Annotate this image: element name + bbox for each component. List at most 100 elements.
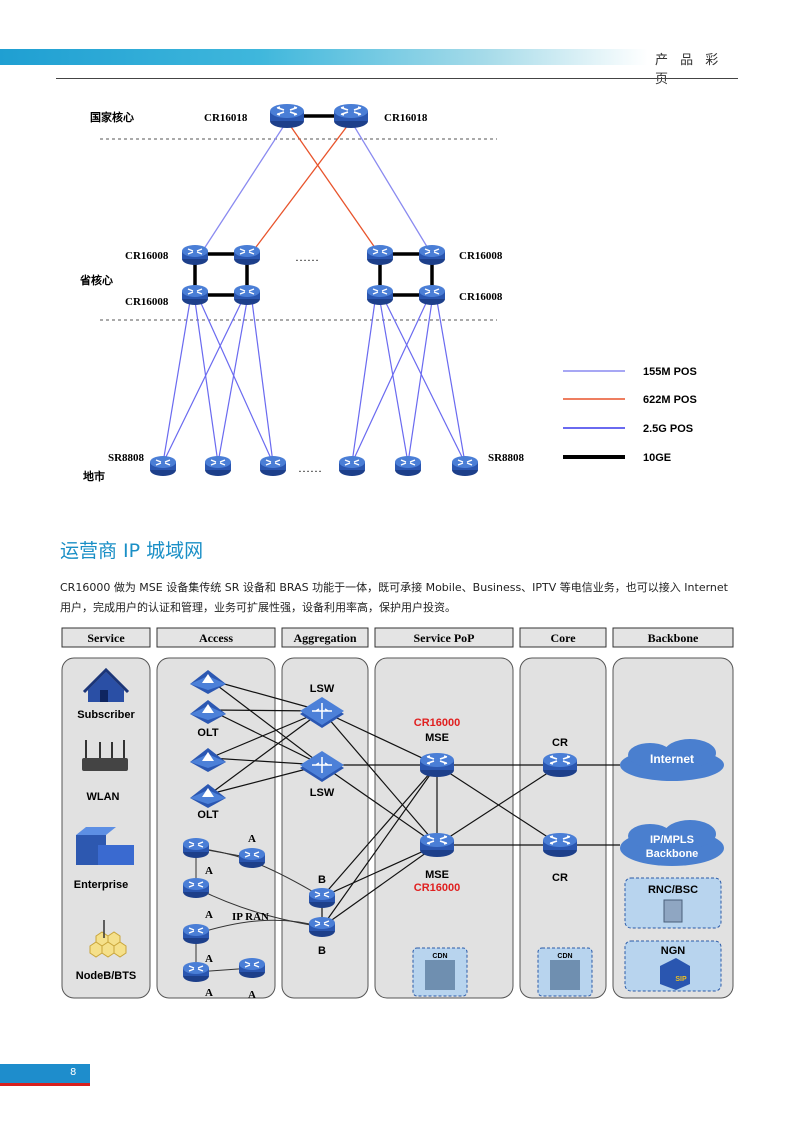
column-backbone: Backbone	[648, 631, 699, 645]
label-b-2: B	[318, 945, 326, 957]
header-color-bar	[0, 49, 648, 65]
label-ipmpls: IP/MPLS	[650, 834, 694, 846]
label-cr16008-tr: CR16008	[459, 250, 503, 262]
column-access: Access	[199, 631, 233, 645]
ipmpls-cloud-icon	[620, 820, 724, 866]
label-cdn-core: CDN	[557, 953, 572, 960]
label-city: 地市	[83, 469, 105, 483]
label-sip: SIP	[675, 976, 687, 983]
router-cr16008	[181, 244, 209, 266]
router-a	[182, 961, 210, 983]
router-a	[238, 957, 266, 979]
column-service-pop: Service PoP	[414, 631, 475, 645]
label-a: A	[205, 865, 213, 877]
router-cr	[542, 832, 578, 858]
link-155m	[350, 120, 433, 256]
legend: 155M POS 622M POS 2.5G POS 10GE	[563, 366, 697, 464]
ellipsis-bottom: ……	[298, 461, 322, 475]
router-mse	[419, 832, 455, 858]
label-a: A	[205, 953, 213, 965]
router-a	[182, 877, 210, 899]
links-2-5g	[162, 300, 466, 464]
label-internet: Internet	[650, 752, 694, 766]
label-cr-bottom: CR	[552, 872, 568, 884]
label-rnc-bsc: RNC/BSC	[648, 884, 698, 896]
label-mse-bottom-model: CR16000	[414, 882, 460, 894]
intro-line-1: CR16000 做为 MSE 设备集传统 SR 设备和 BRAS 功能于一体，既…	[60, 581, 728, 594]
label-ip-ran: IP RAN	[232, 911, 269, 923]
router-a	[238, 847, 266, 869]
service-wlan: WLAN	[87, 791, 120, 803]
wlan-icon	[82, 740, 128, 771]
nodeb-icon	[89, 920, 127, 958]
router-sr8808	[149, 455, 177, 477]
router-a	[182, 837, 210, 859]
router-cr16008	[418, 284, 446, 306]
header-divider	[56, 78, 738, 79]
legend-622m: 622M POS	[643, 394, 697, 406]
router-cr16008	[366, 244, 394, 266]
router-cr16008	[418, 244, 446, 266]
subscriber-icon	[82, 667, 130, 702]
router-b	[308, 916, 336, 938]
label-provincial-core: 省核心	[79, 273, 113, 287]
label-lsw-1: LSW	[310, 683, 335, 695]
label-olt-2: OLT	[197, 809, 218, 821]
ellipsis-mid: ……	[295, 250, 319, 264]
rnc-icon	[663, 899, 683, 923]
label-b-1: B	[318, 874, 326, 886]
metro-network-diagram: Service Access Aggregation Service PoP C…	[61, 627, 734, 1001]
legend-2-5g: 2.5G POS	[643, 423, 693, 435]
router-cr16008	[181, 284, 209, 306]
sip-server-icon	[660, 958, 690, 990]
label-a: A	[205, 987, 213, 999]
router-cr16018-left	[269, 103, 305, 129]
label-backbone: Backbone	[646, 848, 699, 860]
service-nodeb-bts: NodeB/BTS	[76, 970, 137, 982]
label-a: A	[248, 989, 256, 1001]
router-a	[182, 923, 210, 945]
router-sr8808	[451, 455, 479, 477]
footer-page-tab	[0, 1064, 90, 1083]
label-cr16018-right: CR16018	[384, 112, 428, 124]
column-service: Service	[87, 631, 125, 645]
label-mse-bottom: MSE	[425, 869, 449, 881]
label-sr8808-right: SR8808	[488, 452, 525, 464]
label-mse-top-model: CR16000	[414, 717, 460, 729]
label-cr16008-tl: CR16008	[125, 250, 169, 262]
cdn-icon	[550, 960, 580, 990]
label-cr-top: CR	[552, 737, 568, 749]
router-b	[308, 887, 336, 909]
column-core: Core	[550, 631, 576, 645]
header-title: 产 品 彩 页	[655, 53, 723, 87]
intro-line-2: 用户，完成用户的认证和管理，业务可扩展性强，设备利用率高，保护用户投资。	[60, 601, 456, 614]
label-national-core: 国家核心	[90, 110, 134, 124]
label-a: A	[248, 833, 256, 845]
footer-accent-line	[0, 1083, 90, 1086]
link-622m	[249, 120, 352, 256]
router-cr16008	[233, 284, 261, 306]
legend-10ge: 10GE	[643, 452, 671, 464]
enterprise-icon	[76, 827, 134, 865]
router-sr8808	[204, 455, 232, 477]
label-ngn: NGN	[661, 945, 686, 957]
label-mse-top: MSE	[425, 732, 449, 744]
label-cr16018-left: CR16018	[204, 112, 248, 124]
label-cdn: CDN	[432, 953, 447, 960]
router-cr16008	[366, 284, 394, 306]
label-cr16008-bl: CR16008	[125, 296, 169, 308]
intro-paragraph: CR16000 做为 MSE 设备集传统 SR 设备和 BRAS 功能于一体，既…	[60, 578, 740, 618]
label-olt-1: OLT	[197, 727, 218, 739]
router-cr16018-right	[333, 103, 369, 129]
router-sr8808	[259, 455, 287, 477]
column-aggregation: Aggregation	[293, 631, 356, 645]
label-sr8808-left: SR8808	[108, 452, 145, 464]
router-mse	[419, 752, 455, 778]
top-network-diagram: 国家核心 CR16018 CR16018 CR16008 CR16008 CR1…	[79, 103, 697, 483]
service-subscriber: Subscriber	[77, 709, 135, 721]
legend-155m: 155M POS	[643, 366, 697, 378]
page-number: 8	[70, 1067, 77, 1078]
label-lsw-2: LSW	[310, 787, 335, 799]
service-enterprise: Enterprise	[74, 879, 128, 891]
internet-cloud-icon	[620, 739, 724, 781]
